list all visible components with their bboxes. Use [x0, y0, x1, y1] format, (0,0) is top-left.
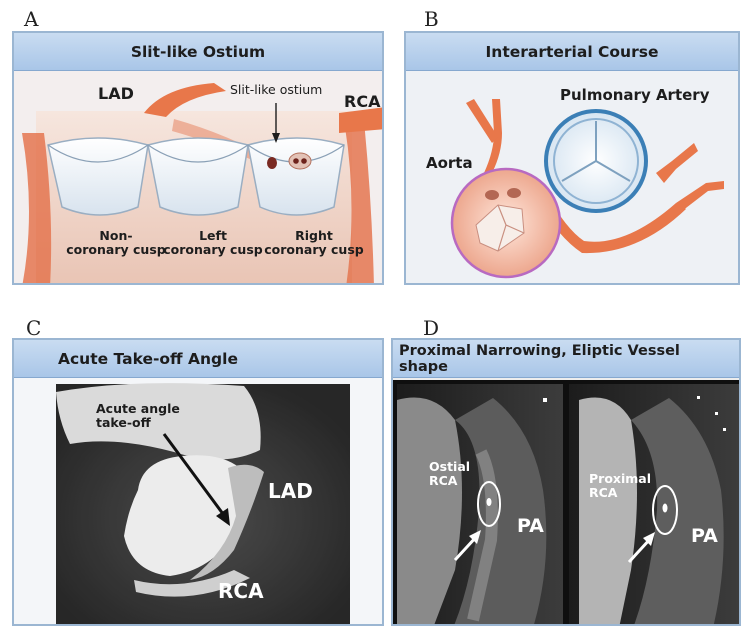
panel-letter-b: B — [424, 7, 439, 31]
panel-a-title: Slit-like Ostium — [14, 33, 382, 71]
panel-letter-a: A — [24, 7, 39, 31]
label-lad-ct: LAD — [268, 479, 313, 503]
label-pulmonary-artery: Pulmonary Artery — [560, 86, 710, 104]
interarterial-illustration — [406, 71, 738, 283]
label-aorta: Aorta — [426, 154, 473, 172]
label-pa-left: PA — [517, 515, 544, 537]
label-right-coronary-cusp: Right coronary cusp — [264, 228, 364, 258]
ct-images-proximal-narrowing — [393, 380, 739, 624]
label-left-coronary-cusp: Left coronary cusp — [163, 228, 263, 258]
panel-letter-c: C — [26, 316, 42, 340]
panel-proximal-narrowing: Proximal Narrowing, Eliptic Vessel shape… — [391, 338, 741, 626]
label-pa-right: PA — [691, 525, 718, 547]
panel-d-title: Proximal Narrowing, Eliptic Vessel shape — [393, 340, 739, 378]
label-proximal-rca: Proximal RCA — [589, 471, 652, 501]
panel-interarterial-course: Interarterial Course Pulmonary Artery Ao… — [404, 31, 740, 285]
panel-c-title: Acute Take-off Angle — [14, 340, 382, 378]
label-acute-angle: Acute angle take-off — [96, 401, 180, 431]
panel-letter-d: D — [423, 316, 440, 340]
label-non-coronary-cusp: Non- coronary cusp — [66, 228, 166, 258]
ct-image-acute-angle — [56, 383, 350, 624]
panel-acute-take-off: Acute Take-off Angle Acute angle take-of… — [12, 338, 384, 626]
label-ostial-rca: Ostial RCA — [429, 459, 471, 489]
label-rca: RCA — [344, 92, 381, 111]
panel-slit-like-ostium: Slit-like Ostium — [12, 31, 384, 285]
panel-b-title: Interarterial Course — [406, 33, 738, 71]
aortic-root-illustration — [14, 71, 382, 283]
label-slit-ostium: Slit-like ostium — [230, 82, 323, 97]
label-lad: LAD — [98, 84, 134, 103]
label-rca-ct: RCA — [218, 579, 264, 603]
